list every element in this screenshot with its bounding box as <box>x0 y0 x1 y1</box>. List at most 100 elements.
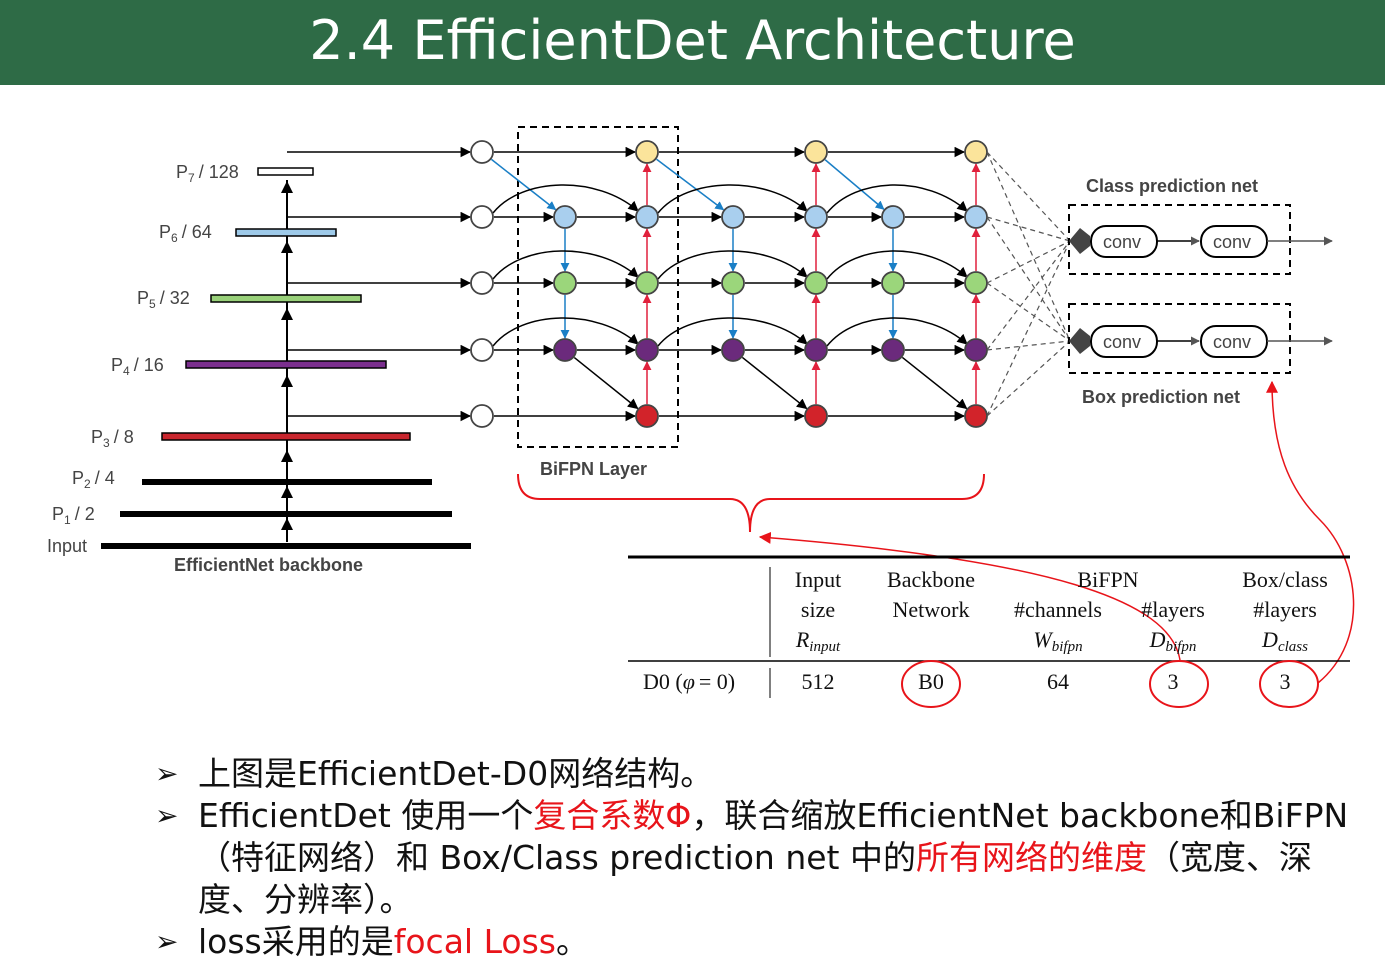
level-bar-p4 <box>185 360 387 369</box>
bullet-list: ➢ 上图是EfficientDet-D0网络结构。 ➢ EfficientDet… <box>155 753 1355 963</box>
hdr-size: size <box>801 597 835 622</box>
class-net-merge <box>1069 228 1090 254</box>
mid-node-p6 <box>721 205 745 229</box>
mid-node-p6 <box>881 205 905 229</box>
out-node-p5 <box>635 271 659 295</box>
input-node-p5 <box>470 271 494 295</box>
level-bar-p7 <box>257 167 314 176</box>
bullet-3-text-b: 。 <box>555 922 589 961</box>
level-label-p4: P4/ 16 <box>111 355 164 378</box>
sym-d-bifpn: Dbifpn <box>1149 627 1197 655</box>
edge-skip-curve <box>826 317 968 347</box>
input-label: Input <box>47 536 87 556</box>
level-label-p7: P7/ 128 <box>176 162 239 185</box>
level-label-p6: P6/ 64 <box>159 222 212 245</box>
sym-r-input: Rinput <box>795 627 841 655</box>
cell-backbone: B0 <box>918 669 944 694</box>
box-net-merge <box>1069 328 1090 354</box>
spine-arrowhead <box>281 308 293 320</box>
hdr-network: Network <box>893 597 970 622</box>
head-fan-line <box>986 240 1071 284</box>
title-bar <box>0 0 1385 85</box>
box-net-title: Box prediction net <box>1082 387 1240 407</box>
out-node-p6 <box>635 205 659 229</box>
level-bar-p6 <box>235 228 337 237</box>
edge-diagonal <box>573 356 639 410</box>
class-conv-2-label: conv <box>1213 232 1251 252</box>
spine-arrowhead <box>281 375 293 387</box>
layers-annotation-arrow <box>758 531 1181 661</box>
mid-node-p4 <box>721 338 745 362</box>
edge-skip-curve <box>657 184 808 214</box>
head-fan-line <box>986 151 1071 242</box>
input-node-p4 <box>470 338 494 362</box>
edge-skip-curve <box>657 250 808 280</box>
hdr-input: Input <box>795 567 841 592</box>
out-node-p7 <box>804 140 828 164</box>
edge-topdown <box>490 158 557 211</box>
class-conv-1-label: conv <box>1103 232 1141 252</box>
edge-skip-curve <box>657 317 808 347</box>
hdr-boxclass: Box/class <box>1242 567 1328 592</box>
spine-arrowhead <box>281 486 293 498</box>
bullet-3-highlight: focal Loss <box>393 922 556 961</box>
bullet-2-highlight-b: 所有网络的维度 <box>915 838 1147 877</box>
head-fan-line <box>986 240 1071 417</box>
edge-diagonal <box>901 356 968 410</box>
box-conv-2-label: conv <box>1213 332 1251 352</box>
prediction-heads: Class prediction net conv conv conv conv… <box>986 151 1333 417</box>
out-node-p5 <box>804 271 828 295</box>
edge-topdown <box>824 159 885 210</box>
head-fan-line <box>986 340 1071 417</box>
level-bar-p2 <box>142 479 432 485</box>
out-node-p4 <box>804 338 828 362</box>
bullet-3-text-a: loss采用的是 <box>198 922 394 961</box>
out-node-p4 <box>964 338 988 362</box>
slide-title: 2.4 EfficientDet Architecture <box>309 9 1076 72</box>
head-fan-line <box>986 240 1071 351</box>
mid-node-p6 <box>553 205 577 229</box>
edge-skip-curve <box>492 250 639 280</box>
bifpn-caption: BiFPN Layer <box>540 459 647 479</box>
cell-channels: 64 <box>1047 669 1069 694</box>
config-table: Input Backbone BiFPN Box/class size Netw… <box>628 555 1350 708</box>
highlight-bifpn-layers <box>1149 660 1209 708</box>
edge-topdown <box>656 158 725 211</box>
out-node-p5 <box>964 271 988 295</box>
level-label-p5: P5/ 32 <box>137 288 190 311</box>
level-bar-p3 <box>161 432 411 441</box>
input-node-p7 <box>470 140 494 164</box>
level-bar-input <box>101 543 471 549</box>
backbone: P7/ 128 P6/ 64 P5/ 32 P4/ 16 P3/ 8 P2/ 4… <box>47 146 472 575</box>
architecture-diagram: P7/ 128 P6/ 64 P5/ 32 P4/ 16 P3/ 8 P2/ 4… <box>47 126 1355 708</box>
box-net-box <box>1068 303 1291 374</box>
mid-node-p4 <box>881 338 905 362</box>
bullet-arrow-icon: ➢ <box>155 925 179 958</box>
input-node-p6 <box>470 205 494 229</box>
hdr-class-layers: #layers <box>1253 597 1317 622</box>
sym-w-bifpn: Wbifpn <box>1033 627 1082 655</box>
out-node-p3 <box>635 404 659 428</box>
cell-input-size: 512 <box>802 669 835 694</box>
backbone-caption: EfficientNet backbone <box>174 555 363 575</box>
bifpn-brace <box>517 473 985 533</box>
out-node-p7 <box>635 140 659 164</box>
class-net-box <box>1068 204 1291 275</box>
input-node-p3 <box>470 404 494 428</box>
bullet-item-2: ➢ EfficientDet 使用一个复合系数Φ，联合缩放EfficientNe… <box>155 795 1355 921</box>
out-node-p6 <box>804 205 828 229</box>
edge-diagonal <box>741 356 808 410</box>
head-fan-line <box>986 282 1071 342</box>
out-node-p4 <box>635 338 659 362</box>
level-label-p1: P1/ 2 <box>52 504 95 527</box>
sym-d-class: Dclass <box>1261 627 1308 655</box>
head-fan-line <box>986 216 1071 242</box>
annotations <box>517 380 1355 684</box>
bifpn: BiFPN Layer <box>470 126 988 479</box>
edge-skip-curve <box>492 184 639 214</box>
level-bar-p5 <box>210 294 362 303</box>
spine-arrowhead <box>281 181 293 193</box>
mid-node-p5 <box>881 271 905 295</box>
spine-arrowhead <box>281 241 293 253</box>
bullet-item-1: ➢ 上图是EfficientDet-D0网络结构。 <box>155 753 1355 795</box>
